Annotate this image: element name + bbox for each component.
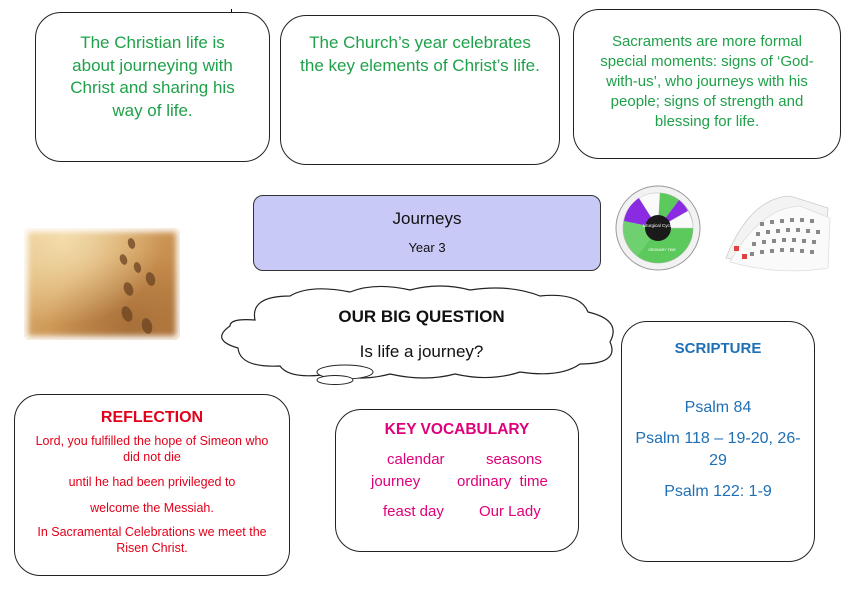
vocabulary-word: seasons bbox=[486, 451, 542, 468]
sacraments-text: Sacraments are more formal special momen… bbox=[600, 33, 814, 130]
scripture-item: Psalm 122: 1-9 bbox=[664, 483, 772, 500]
key-vocabulary-box: KEY VOCABULARY calendar seasons journey … bbox=[335, 409, 579, 552]
christian-life-text: The Christian life is about journeying w… bbox=[70, 33, 235, 120]
vocabulary-word: journey bbox=[371, 473, 421, 490]
reflection-box: REFLECTION Lord, you fulfilled the hope … bbox=[14, 394, 290, 576]
topic-title: Journeys bbox=[392, 209, 462, 228]
topic-year: Year 3 bbox=[408, 240, 446, 255]
big-question-heading: OUR BIG QUESTION bbox=[338, 307, 505, 326]
thought-cloud-shape bbox=[221, 285, 614, 385]
scripture-box: SCRIPTURE Psalm 84 Psalm 118 – 19-20, 26… bbox=[621, 321, 815, 562]
calendar-pages-image bbox=[720, 188, 832, 276]
reflection-line: until he had been privileged to bbox=[68, 475, 236, 489]
vocabulary-heading: KEY VOCABULARY bbox=[384, 421, 530, 438]
church-year-box: The Church’s year celebrates the key ele… bbox=[280, 15, 560, 165]
christian-life-box: The Christian life is about journeying w… bbox=[35, 12, 270, 162]
wheel-center-label: Liturgical Cycle bbox=[643, 223, 674, 228]
scripture-heading: SCRIPTURE bbox=[674, 340, 762, 357]
topic-title-box: Journeys Year 3 bbox=[253, 195, 601, 271]
reflection-line: Lord, you fulfilled the hope of Simeon w… bbox=[35, 434, 269, 464]
reflection-line: In Sacramental Celebrations we meet the … bbox=[37, 525, 267, 555]
sacraments-box: Sacraments are more formal special momen… bbox=[573, 9, 841, 159]
vocabulary-word: feast day bbox=[383, 503, 444, 520]
vocabulary-word: calendar bbox=[387, 451, 445, 468]
big-question-text: Is life a journey? bbox=[359, 342, 484, 361]
reflection-line: welcome the Messiah. bbox=[90, 501, 214, 515]
church-year-text: The Church’s year celebrates the key ele… bbox=[300, 33, 540, 75]
footprints-in-sand-image bbox=[24, 228, 180, 340]
vocabulary-word: Our Lady bbox=[479, 503, 541, 520]
scripture-item: Psalm 84 bbox=[684, 399, 752, 416]
vocabulary-word: ordinary time bbox=[457, 473, 548, 490]
liturgical-cycle-wheel-image: Liturgical Cycle ORDINARY TIME bbox=[615, 185, 701, 271]
wheel-ordinary-time-label: ORDINARY TIME bbox=[648, 248, 676, 252]
reflection-heading: REFLECTION bbox=[100, 409, 204, 426]
scripture-item: Psalm 118 – 19-20, 26-29 bbox=[635, 430, 801, 469]
